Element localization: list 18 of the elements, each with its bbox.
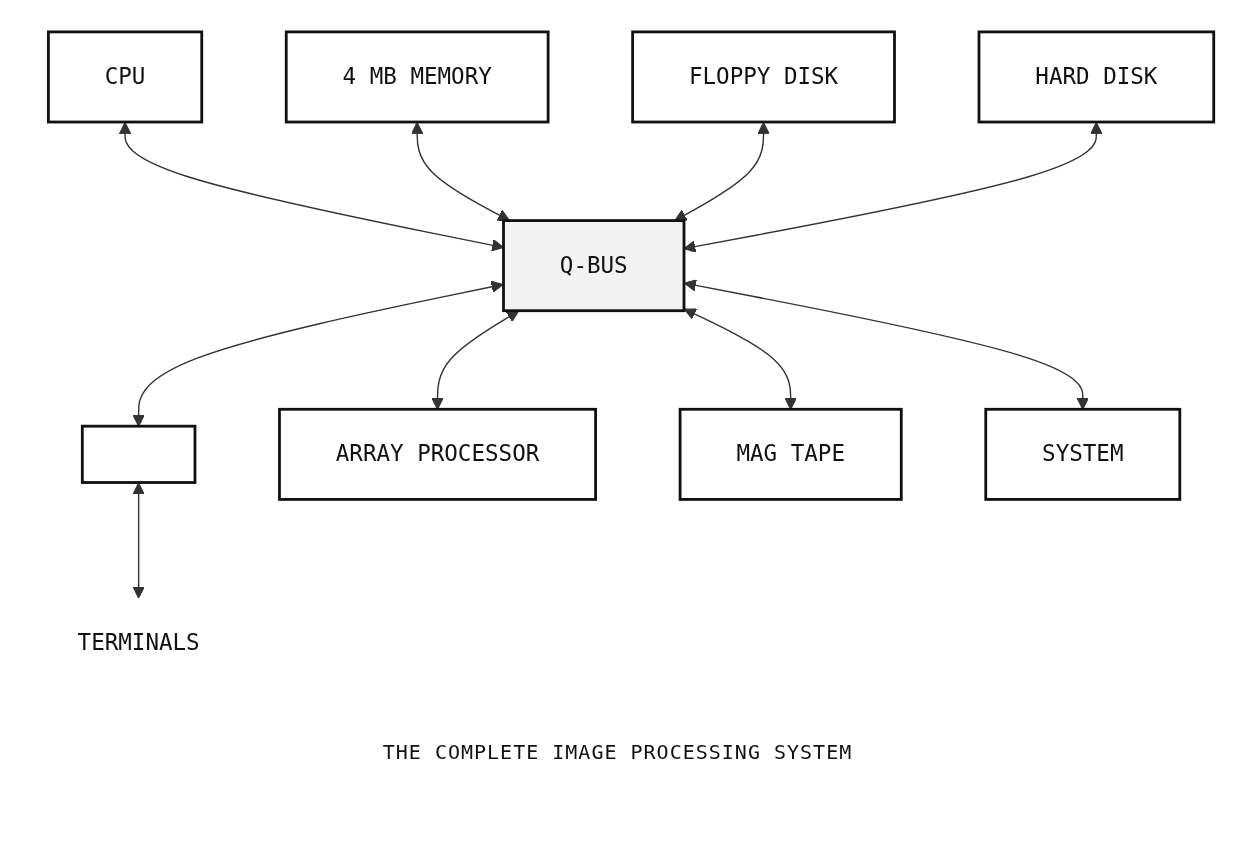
node-box: 4 MB MEMORY xyxy=(284,30,550,124)
node-box: HARD DISK xyxy=(977,30,1216,124)
node-box xyxy=(80,424,197,484)
arrow xyxy=(683,308,797,410)
node-box: Q-BUS xyxy=(502,219,686,313)
node-box: MAG TAPE xyxy=(678,407,903,501)
arrow xyxy=(411,122,510,222)
arrow xyxy=(132,280,504,427)
node-box: ARRAY PROCESSOR xyxy=(278,407,597,501)
arrow xyxy=(431,310,520,410)
node-box: FLOPPY DISK xyxy=(631,30,896,124)
arrow xyxy=(674,122,770,222)
arrow xyxy=(132,482,145,599)
node-box: SYSTEM xyxy=(984,407,1182,501)
node-text: TERMINALS xyxy=(77,628,200,656)
node-box: CPU xyxy=(46,30,204,124)
caption: THE COMPLETE IMAGE PROCESSING SYSTEM xyxy=(382,740,853,764)
arrow xyxy=(684,279,1089,410)
